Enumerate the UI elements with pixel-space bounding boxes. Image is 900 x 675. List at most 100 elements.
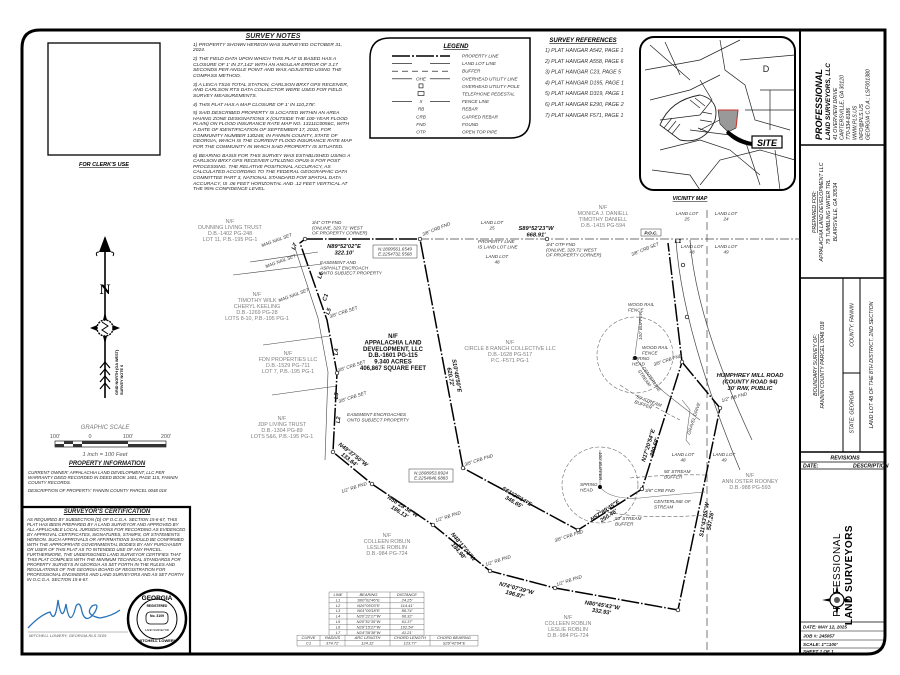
annotation-text: 50' STREAM xyxy=(664,469,691,474)
survey-note: 3) A LEICA TS16 TOTAL STATION, CARLSON B… xyxy=(193,82,349,99)
legend-label: REBAR xyxy=(462,107,479,112)
annotation-text: 3/4" OTP FND xyxy=(546,242,576,247)
adjoining-owner-label: N/F xyxy=(278,416,287,422)
legend-box xyxy=(369,37,531,139)
annotation-text: LAND LOT xyxy=(676,211,700,216)
survey-parcel: FANNIN COUNTY PARCEL 0048 018 xyxy=(820,321,826,408)
line-table-cell: L2 xyxy=(336,603,341,608)
monuments xyxy=(302,236,723,613)
coordinate-label: E:2254846.6883 xyxy=(414,476,448,481)
adjoining-owner-label: JDP LIVING TRUST xyxy=(258,422,307,428)
plat-annotation: MAG NAIL SET xyxy=(278,287,311,303)
curve-table-cell: C1 xyxy=(306,641,311,646)
survey-reference: 2) PLAT HANGAR A558, PAGE 6 xyxy=(544,59,624,65)
annotation-text: LAND LOT xyxy=(713,452,737,457)
vicinity-map-letter: D xyxy=(763,64,770,74)
adjoining-owner-label: MONICA J. DANIELL xyxy=(578,211,629,217)
annotation-text: SPRING xyxy=(580,482,598,487)
annotation-text: 100' BUFFER xyxy=(638,311,643,340)
legend-label: TELEPHONE PEDESTAL xyxy=(462,92,515,97)
survey-reference: 7) PLAT HANGAR F571, PAGE 1 xyxy=(545,113,623,119)
sheet-date: DATE: MAY 12, 2025 xyxy=(803,625,847,630)
bearing-text: N89°52'02"E xyxy=(327,244,362,250)
adjoining-owner-label: TIMOTHY WILK xyxy=(238,298,277,304)
legend-code: FND xyxy=(416,122,426,127)
annotation-text: 3/4" OTP FND xyxy=(312,220,342,225)
revisions-title: REVISIONS xyxy=(830,456,860,462)
bearing-text: N80°45'43"W xyxy=(584,600,620,612)
survey-reference: 4) PLAT HANGAR D195, PAGE 1 xyxy=(545,80,624,86)
coordinate-label: E:2254732.5568 xyxy=(378,252,412,257)
annotation-text: STREAM xyxy=(654,504,673,509)
survey-notes: SURVEY NOTES 1) PROPERTY SHOWN HEREON WA… xyxy=(193,33,353,196)
annotation-text: 25 xyxy=(683,216,690,221)
annotation-text: 1/2" RB FND xyxy=(556,574,583,587)
company-email[interactable]: INFO@PLS.US xyxy=(859,103,865,140)
adjoining-owner-label: LOTS 8-10, P.B.-195 PG-1 xyxy=(225,316,289,322)
line-table-cell: 102.54' xyxy=(401,624,414,629)
adjoining-owner-label: P.C.-F571 PG-1 xyxy=(491,358,529,364)
annotation-text: 3/8" CRB SET xyxy=(329,305,359,319)
north-arrow-note-1: GRID NORTH (GA WEST) xyxy=(115,349,119,395)
annotation-text: (ONLINE, 329.71' WEST xyxy=(312,225,364,230)
plat-annotation: 1/2" RB FND xyxy=(485,554,512,567)
property-boundary xyxy=(299,238,721,611)
survey-references-title: SURVEY REFERENCES xyxy=(549,38,616,44)
site-arrow-icon xyxy=(726,130,752,146)
client-address: 79 TUMBLING WATER TRL xyxy=(826,179,832,244)
company-city: CARTERSVILLE, GA 30120 xyxy=(840,75,846,140)
line-label: L4 xyxy=(334,348,341,356)
prepared-for-label: PREPARED FOR: xyxy=(812,190,818,233)
property-description: DESCRIPTION OF PROPERTY: FANNIN COUNTY P… xyxy=(28,488,167,494)
line-table-cell: N20°22'17"W xyxy=(357,614,382,619)
annotation-text: ASPHALT ENCROACH xyxy=(319,265,369,270)
adjoining-owner-label: LOT 11, P.B.-195 PG-1 xyxy=(203,237,258,243)
coordinate-boxes xyxy=(372,228,662,483)
line-table-cell: 114.41' xyxy=(401,603,414,608)
clerk-label: FOR CLERK'S USE xyxy=(79,162,129,168)
annotation-text: BUFFER xyxy=(664,474,683,479)
legend-code: OHE xyxy=(416,76,427,81)
survey-note: 5) SAID DESCRIBED PROPERTY IS LOCATED WI… xyxy=(193,111,352,150)
legend-code: X xyxy=(418,99,423,104)
annotation-text: BUFFER xyxy=(615,521,634,526)
plat-annotation: MAG NAIL SET xyxy=(265,253,298,269)
curve-table-cell: 124.11' xyxy=(361,641,374,646)
legend-label: FENCE LINE xyxy=(462,99,490,104)
site-label: SITE xyxy=(757,138,778,148)
road-label: HUMPHREY MILL ROAD xyxy=(717,373,785,379)
line-table-header: DISTANCE xyxy=(397,592,417,597)
annotation-text: OF PROPERTY CORNER) xyxy=(546,253,602,258)
line-label: L2 xyxy=(336,416,343,424)
adjoining-owner-label: DUNNING LIVING TRUST xyxy=(198,225,262,231)
road-edges xyxy=(675,239,753,471)
adjoining-owner-label: N/F xyxy=(383,533,392,539)
legend-label: OVERHEAD UTILITY POLE xyxy=(462,84,521,89)
distance-text: 196.87' xyxy=(505,590,526,601)
annotation-text: 48 xyxy=(680,457,686,462)
curve-table-cell: 374.72' xyxy=(326,641,339,646)
company-website[interactable]: WWW.PLS.US xyxy=(853,105,859,140)
line-table-cell: N26°05'03"E xyxy=(357,603,380,608)
scale-tick-label: 100' xyxy=(50,434,60,440)
annotation-text: IS LAND LOT LINE xyxy=(478,244,519,249)
adjoining-owner-label: LOTS 5&6, P.B.-195 PG-1 xyxy=(251,434,314,440)
plat-annotation: 3/8" CRB FND xyxy=(645,488,675,493)
annotation-text: 48 xyxy=(689,249,695,254)
subject-parcel-label: 9.340 ACRES xyxy=(374,360,411,366)
annotation-text: MAG NAIL SET xyxy=(261,232,294,248)
revisions-date-column: DATE: xyxy=(803,464,819,470)
company-name-2: LAND SURVEYORS, LLC xyxy=(825,63,832,140)
